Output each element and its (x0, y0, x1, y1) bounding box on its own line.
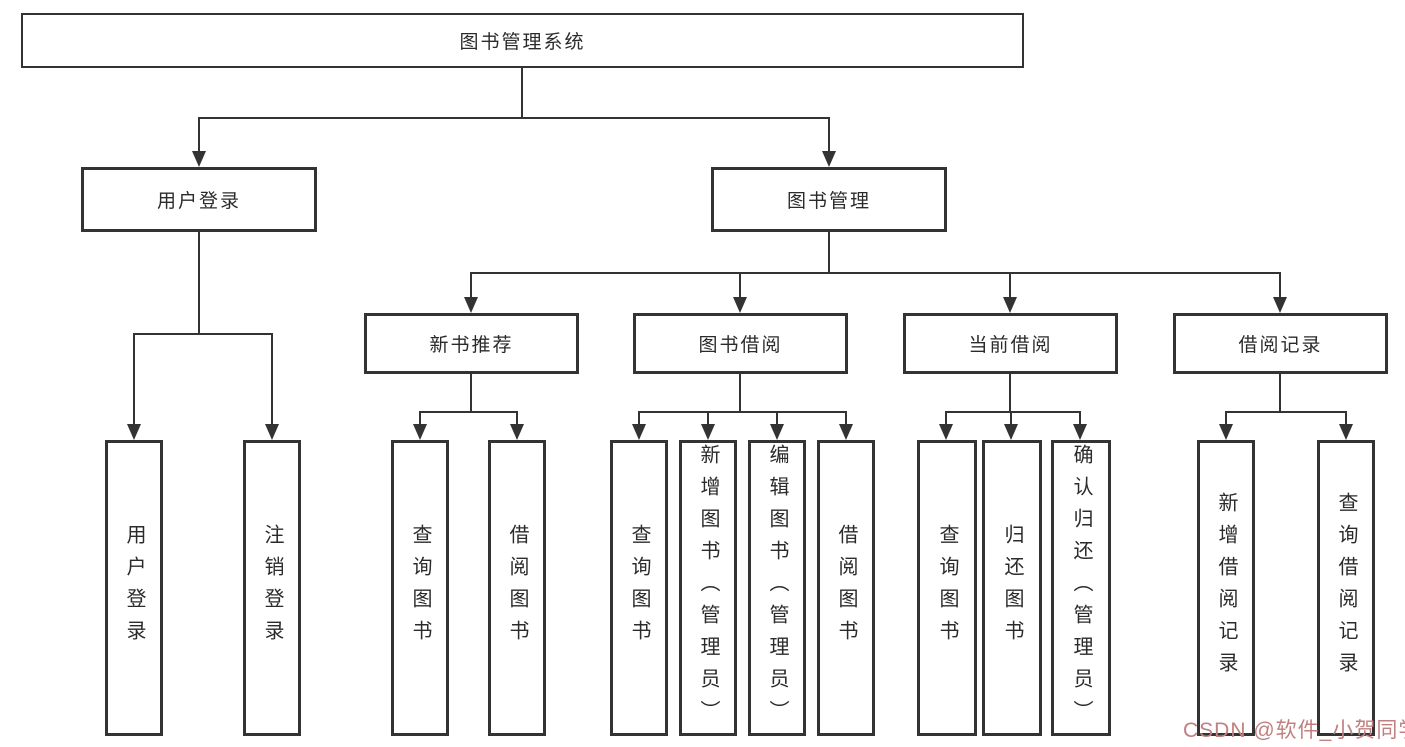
arrow-down-icon (839, 424, 853, 440)
node-borrow-records: 借阅记录 (1173, 313, 1388, 374)
leaf-cu-confirm-return-admin: 确认归还（管理员） (1051, 440, 1111, 736)
leaf-nb-borrow-books-label: 借阅图书 (506, 524, 528, 652)
node-root-label: 图书管理系统 (459, 32, 586, 53)
connector-borrow-records-bus (1226, 411, 1347, 413)
connector-drop-current-borrow (1009, 272, 1011, 297)
arrow-down-icon (632, 424, 646, 440)
arrow-down-icon (192, 151, 206, 167)
connector-drop-bw-borrow (845, 411, 847, 424)
connector-drop-leaf-logout (271, 333, 273, 424)
node-user-login: 用户登录 (81, 167, 317, 232)
leaf-cu-confirm-return-admin-label: 确认归还（管理员） (1070, 444, 1092, 732)
arrow-down-icon (939, 424, 953, 440)
connector-drop-cu-confirm (1079, 411, 1081, 424)
arrow-down-icon (1339, 424, 1353, 440)
connector-drop-rc-add (1225, 411, 1227, 424)
connector-borrow-records-stem (1279, 374, 1281, 413)
leaf-bw-query-books-label: 查询图书 (628, 524, 650, 652)
arrow-down-icon (464, 297, 478, 313)
leaf-nb-borrow-books: 借阅图书 (488, 440, 546, 736)
node-book-mgmt-label: 图书管理 (786, 191, 871, 212)
connector-new-book-bus (420, 411, 518, 413)
connector-drop-cu-query (945, 411, 947, 424)
leaf-user-login: 用户登录 (105, 440, 163, 736)
node-current-borrow-label: 当前借阅 (968, 335, 1053, 356)
leaf-bw-borrow-books: 借阅图书 (817, 440, 875, 736)
connector-level3-bus (471, 272, 1281, 274)
leaf-cu-return-books-label: 归还图书 (1001, 524, 1023, 652)
leaf-bw-add-books-admin-label: 新增图书（管理员） (697, 444, 719, 732)
leaf-bw-edit-books-admin: 编辑图书（管理员） (748, 440, 806, 736)
leaf-bw-edit-books-admin-label: 编辑图书（管理员） (766, 444, 788, 732)
csdn-watermark: CSDN @软件_小贺同学 (1183, 719, 1405, 742)
node-book-mgmt: 图书管理 (711, 167, 947, 232)
leaf-bw-borrow-books-label: 借阅图书 (835, 524, 857, 652)
node-book-borrow: 图书借阅 (633, 313, 848, 374)
node-user-login-label: 用户登录 (156, 191, 241, 212)
leaf-logout: 注销登录 (243, 440, 301, 736)
leaf-nb-query-books-label: 查询图书 (409, 524, 431, 652)
leaf-cu-query-books-label: 查询图书 (936, 524, 958, 652)
arrow-down-icon (701, 424, 715, 440)
leaf-rc-query-record-label: 查询借阅记录 (1335, 492, 1357, 684)
leaf-cu-query-books: 查询图书 (917, 440, 977, 736)
connector-drop-bw-edit (776, 411, 778, 424)
node-borrow-records-label: 借阅记录 (1238, 335, 1323, 356)
connector-book-mgmt-stem (828, 232, 830, 274)
arrow-down-icon (127, 424, 141, 440)
leaf-cu-return-books: 归还图书 (982, 440, 1042, 736)
node-new-book-rec-label: 新书推荐 (429, 335, 514, 356)
connector-drop-user-login (198, 117, 200, 151)
connector-drop-leaf-user-login (133, 333, 135, 424)
leaf-rc-add-record-label: 新增借阅记录 (1215, 492, 1237, 684)
leaf-bw-add-books-admin: 新增图书（管理员） (679, 440, 737, 736)
node-new-book-rec: 新书推荐 (364, 313, 579, 374)
connector-book-borrow-bus (639, 411, 847, 413)
arrow-down-icon (265, 424, 279, 440)
arrow-down-icon (510, 424, 524, 440)
connector-new-book-stem (470, 374, 472, 413)
connector-root-stem (521, 66, 523, 119)
connector-current-borrow-stem (1009, 374, 1011, 413)
connector-drop-book-mgmt (828, 117, 830, 151)
connector-current-borrow-bus (946, 411, 1081, 413)
arrow-down-icon (1219, 424, 1233, 440)
arrow-down-icon (1003, 297, 1017, 313)
node-book-borrow-label: 图书借阅 (698, 335, 783, 356)
connector-user-login-bus (134, 333, 273, 335)
connector-drop-bw-add (707, 411, 709, 424)
arrow-down-icon (822, 151, 836, 167)
leaf-rc-add-record: 新增借阅记录 (1197, 440, 1255, 736)
connector-drop-new-book (470, 272, 472, 297)
leaf-bw-query-books: 查询图书 (610, 440, 668, 736)
connector-drop-cu-return (1010, 411, 1012, 424)
node-current-borrow: 当前借阅 (903, 313, 1118, 374)
connector-drop-bw-query (638, 411, 640, 424)
node-root-system: 图书管理系统 (21, 13, 1024, 68)
connector-drop-borrow-records (1279, 272, 1281, 297)
leaf-logout-label: 注销登录 (261, 524, 283, 652)
connector-drop-book-borrow (739, 272, 741, 297)
leaf-user-login-label: 用户登录 (123, 524, 145, 652)
leaf-rc-query-record: 查询借阅记录 (1317, 440, 1375, 736)
arrow-down-icon (1004, 424, 1018, 440)
leaf-nb-query-books: 查询图书 (391, 440, 449, 736)
arrow-down-icon (770, 424, 784, 440)
connector-drop-rc-query (1345, 411, 1347, 424)
arrow-down-icon (733, 297, 747, 313)
arrow-down-icon (413, 424, 427, 440)
connector-level1-bus (198, 117, 830, 119)
arrow-down-icon (1073, 424, 1087, 440)
connector-drop-nb-query (419, 411, 421, 424)
connector-drop-nb-borrow (516, 411, 518, 424)
connector-book-borrow-stem (739, 374, 741, 413)
connector-user-login-stem (198, 232, 200, 335)
arrow-down-icon (1273, 297, 1287, 313)
